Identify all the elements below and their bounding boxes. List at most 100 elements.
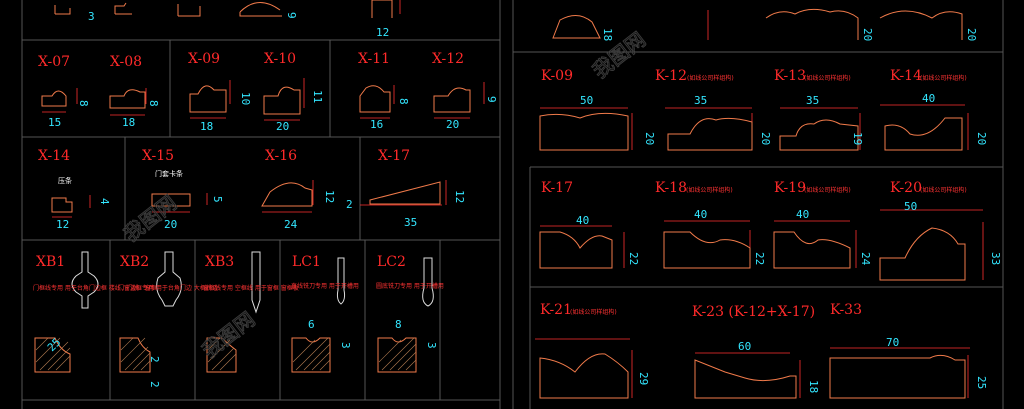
dimension-k20-h: 33 <box>989 252 1002 265</box>
dimension-x08-w: 18 <box>122 116 135 129</box>
title-xb1: XB1 <box>36 254 65 270</box>
dimension-k09-w: 50 <box>580 94 593 107</box>
dimension-xb2-a: 2 <box>148 356 161 363</box>
dimension-x17-s: 2 <box>346 198 353 211</box>
dimension-x10-h: 11 <box>311 90 324 103</box>
dimension-k12-w: 35 <box>694 94 707 107</box>
title-k-13: K-13 <box>774 68 806 84</box>
note-k-20: (如线公司样组构) <box>920 186 967 194</box>
dimension-lines <box>42 78 984 398</box>
title-x-17: X-17 <box>378 148 410 164</box>
title-lc1: LC1 <box>292 254 321 270</box>
dimension-x15-w: 20 <box>164 218 177 231</box>
hatched-samples <box>34 337 417 373</box>
dimension-k33-w: 70 <box>886 336 899 349</box>
dimension-x14-h: 4 <box>98 198 111 205</box>
title-k-33: K-33 <box>830 302 862 318</box>
note-k-13: (如线公司样组构) <box>804 74 851 82</box>
dimension-lc2-w: 8 <box>395 318 402 331</box>
title-x-08: X-08 <box>110 54 142 70</box>
title-x-07: X-07 <box>38 54 70 70</box>
dimension-x10-w: 20 <box>276 120 289 133</box>
dimension-x12-w: 20 <box>446 118 459 131</box>
dimension-top-6: 20 <box>965 28 978 41</box>
dimension-k21-h: 29 <box>637 372 650 385</box>
title-k-14: K-14 <box>890 68 922 84</box>
dimension-x16-w: 24 <box>284 218 298 231</box>
dimension-k14-w: 40 <box>922 92 935 105</box>
title-k-20: K-20 <box>890 180 922 196</box>
title-k-12: K-12 <box>655 68 687 84</box>
dimension-k18-h: 22 <box>753 252 766 265</box>
dimension-x16-h: 12 <box>323 190 336 203</box>
svg-text:我图网: 我图网 <box>588 27 650 83</box>
dimension-k12-h: 20 <box>759 132 772 145</box>
dimension-top-3: 12 <box>376 26 389 39</box>
title-x-10: X-10 <box>264 51 296 67</box>
note-xb1: 门框线专用 用于台角门边框 楼线、门线、窗框 <box>33 284 157 292</box>
dimension-k14-h: 20 <box>975 132 988 145</box>
dimension-k13-h: 19 <box>851 132 864 145</box>
dimension-xb2-b: 2 <box>148 381 161 388</box>
dimension-k20-w: 50 <box>904 200 917 213</box>
dimension-x07-h: 8 <box>77 100 90 107</box>
label-x-15: 门套卡条 <box>155 169 183 178</box>
title-k-23: K-23 (K-12+X-17) <box>692 304 815 320</box>
title-k-21: K-21 <box>540 302 572 318</box>
k-profiles <box>539 112 966 399</box>
dimension-k19-h: 24 <box>859 252 872 266</box>
title-k-09: K-09 <box>541 68 573 84</box>
note-k-12: (如线公司样组构) <box>687 74 734 82</box>
svg-text:我图网: 我图网 <box>197 307 259 363</box>
label-x-14: 压条 <box>58 176 72 185</box>
dimension-x08-h: 8 <box>147 100 160 107</box>
title-x-16: X-16 <box>265 148 297 164</box>
top-row-partial <box>54 0 963 40</box>
title-k-19: K-19 <box>774 180 806 196</box>
dimension-k23-h: 18 <box>807 380 820 393</box>
note-lc1: 直线铣刀专用 用于开槽用 <box>291 282 359 290</box>
note-xb2: 门窗边框专用 用于台角门边 大框线边 <box>118 284 218 292</box>
dimension-k17-w: 40 <box>576 214 589 227</box>
title-x-09: X-09 <box>188 51 220 67</box>
note-k-21: (如线公司样组构) <box>570 308 617 316</box>
note-k-14: (如线公司样组构) <box>920 74 967 82</box>
dimension-lc2-h: 3 <box>425 342 438 349</box>
dimension-x17-h: 12 <box>453 190 466 203</box>
title-x-11: X-11 <box>358 51 390 67</box>
dimension-k23-w: 60 <box>738 340 751 353</box>
dimension-x09-w: 18 <box>200 120 213 133</box>
note-k-19: (如线公司样组构) <box>804 186 851 194</box>
title-k-17: K-17 <box>541 180 573 196</box>
dimension-x11-h: 8 <box>397 98 410 105</box>
router-bits <box>71 251 434 314</box>
dimension-lc1-h: 3 <box>339 342 352 349</box>
dimension-top-4: 18 <box>601 28 614 41</box>
dimension-k19-w: 40 <box>796 208 809 221</box>
dimension-top-1: 3 <box>88 10 95 23</box>
title-k-18: K-18 <box>655 180 687 196</box>
x14-x17-profiles <box>51 181 441 213</box>
note-xb3: 窗框线专用 空框线 用于窗框 窗框板 <box>203 284 299 292</box>
dimension-x07-w: 15 <box>48 116 61 129</box>
title-xb2: XB2 <box>120 254 149 270</box>
title-x-15: X-15 <box>142 148 174 164</box>
dimension-x11-w: 16 <box>370 118 383 131</box>
dimension-k09-h: 20 <box>643 132 656 145</box>
label-layer: X-07 X-08 X-09 X-10 X-11 X-12X-14 X-15 X-16 X-17… <box>33 10 1002 393</box>
note-k-18: (如线公司样组构) <box>686 186 733 194</box>
dimension-k17-h: 22 <box>627 252 640 265</box>
dimension-k18-w: 40 <box>694 208 707 221</box>
title-x-12: X-12 <box>432 51 464 67</box>
title-x-14: X-14 <box>38 148 70 164</box>
dimension-x14-w: 12 <box>56 218 69 231</box>
dimension-x17-w: 35 <box>404 216 417 229</box>
x07-x12-profiles <box>41 85 471 115</box>
dimension-x12-h: 9 <box>485 96 498 103</box>
dimension-k13-w: 35 <box>806 94 819 107</box>
note-lc2: 圆底铣刀专用 用于开槽用 <box>376 282 444 290</box>
title-lc2: LC2 <box>377 254 406 270</box>
table-grid <box>21 0 1004 409</box>
